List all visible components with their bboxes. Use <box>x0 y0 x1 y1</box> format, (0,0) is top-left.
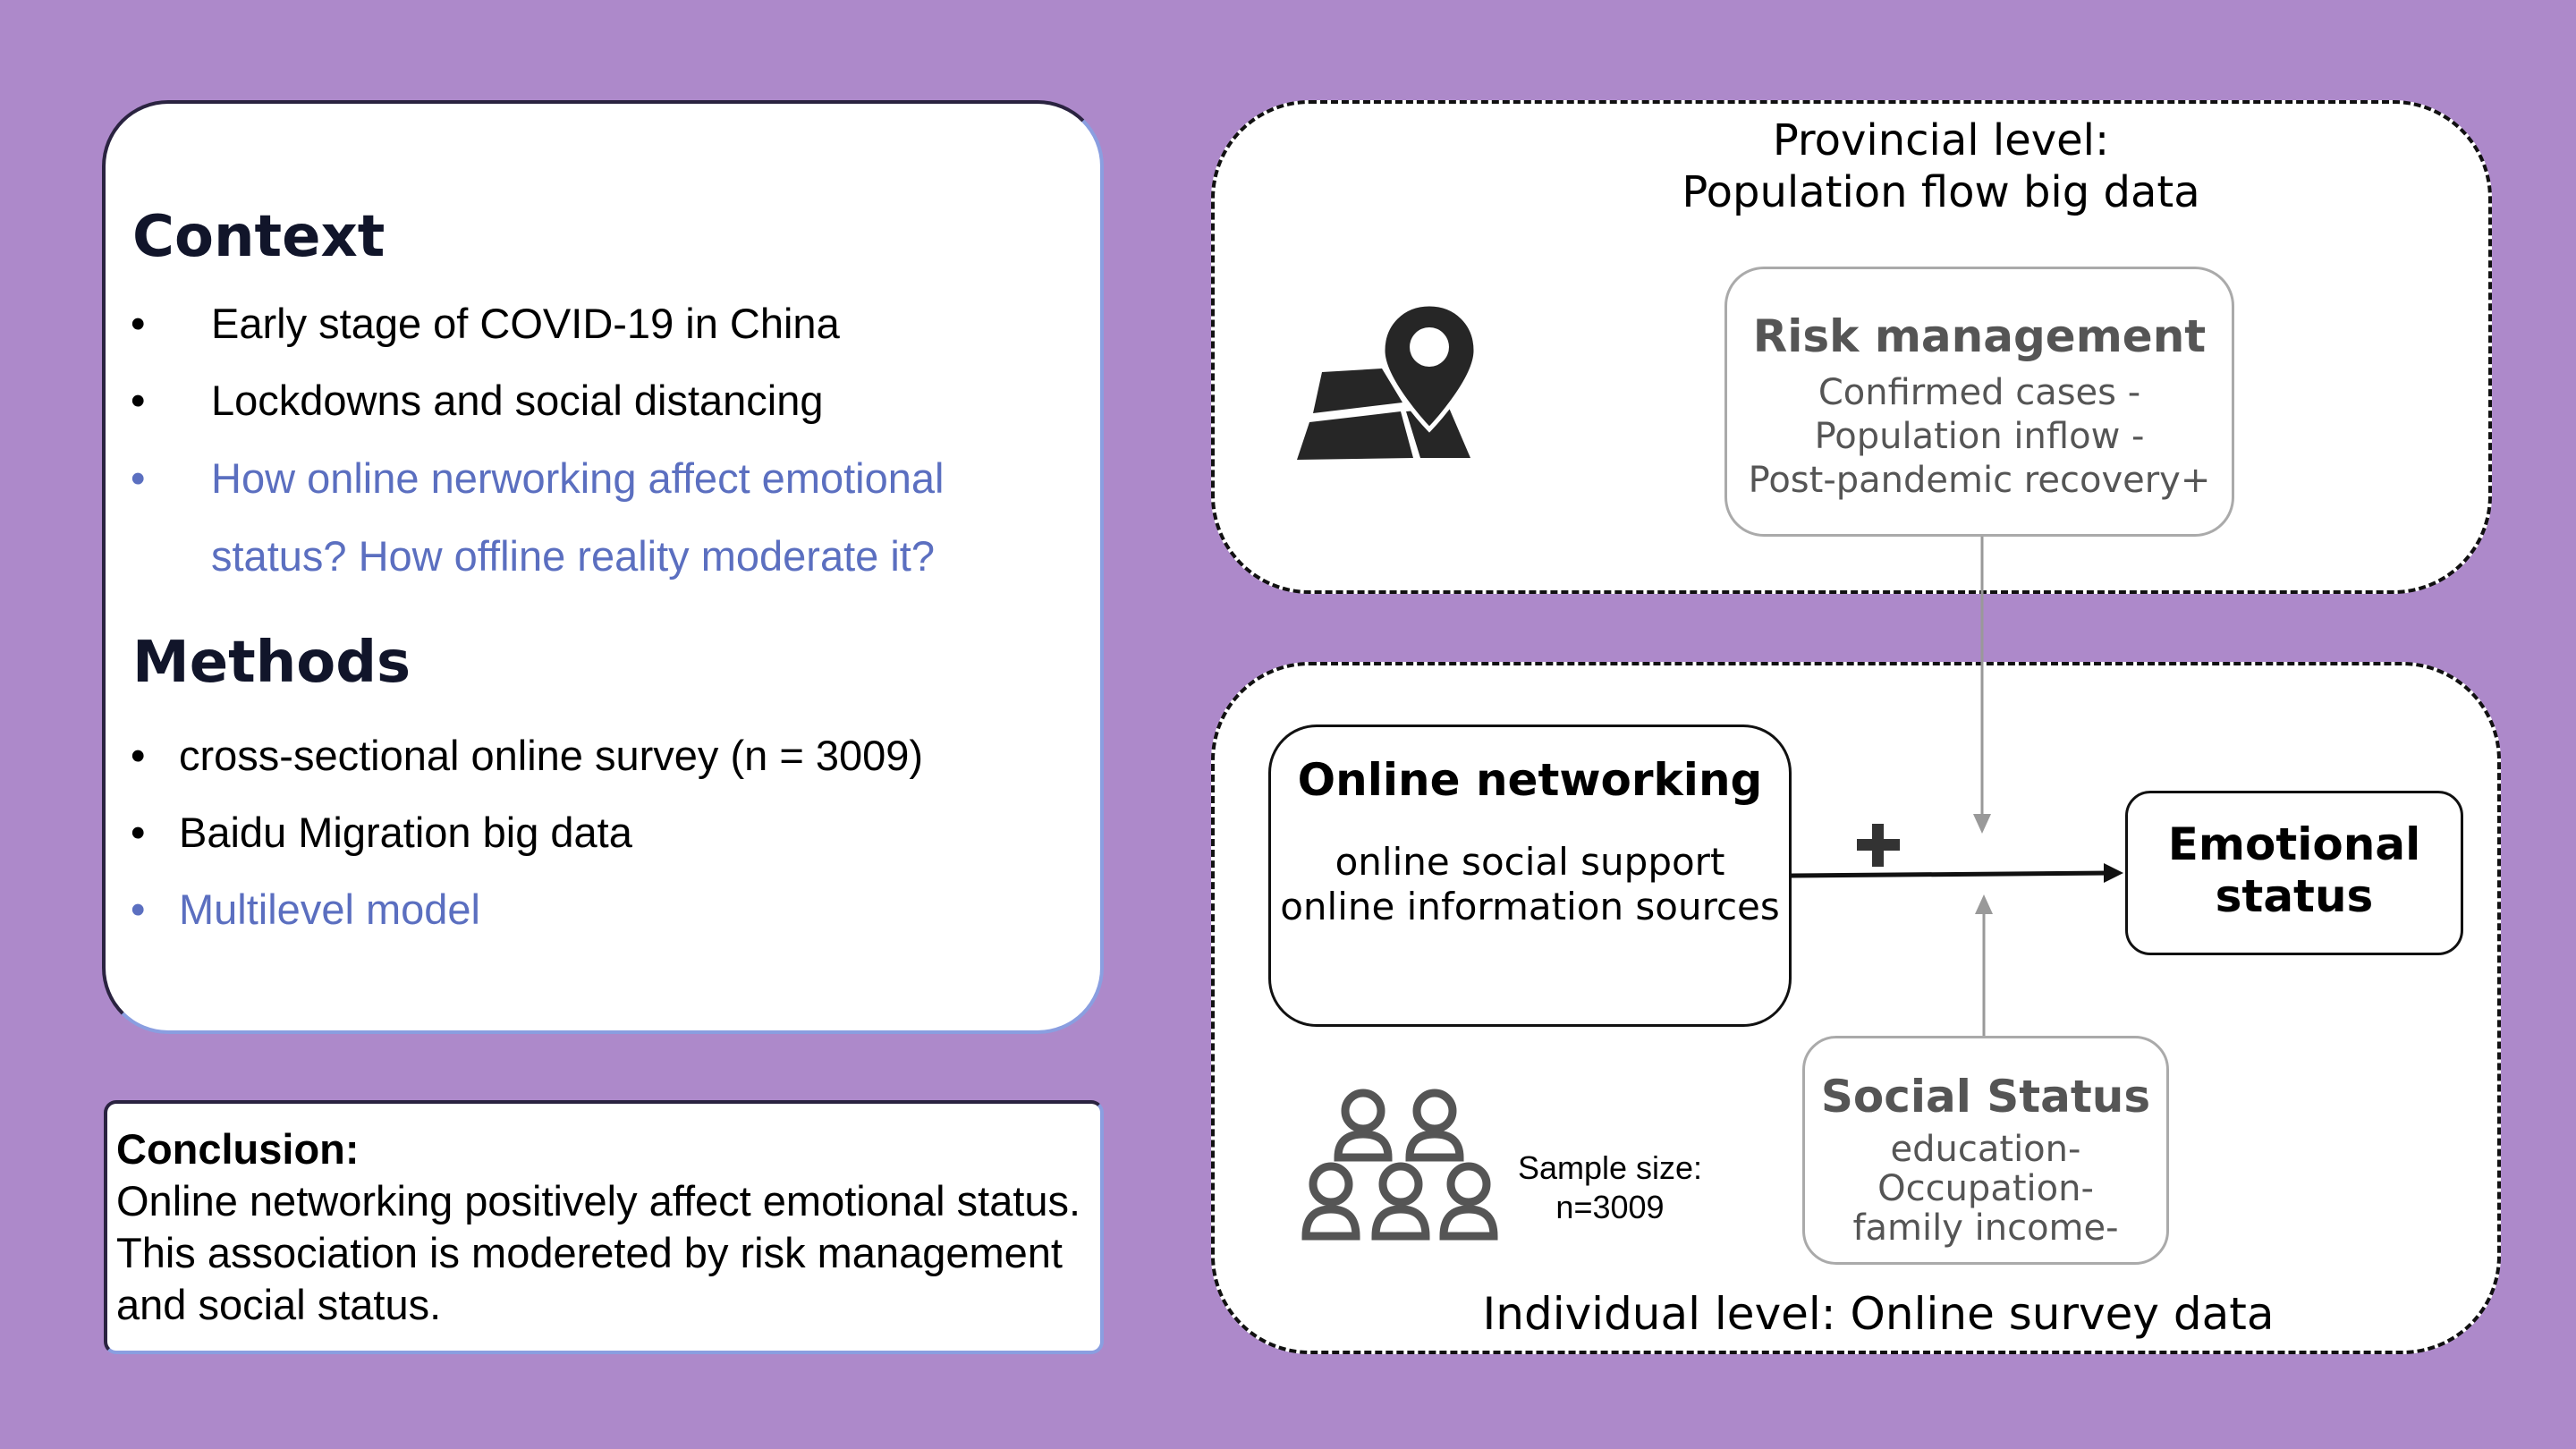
individual-level-title: Individual level: Online survey data <box>1482 1288 2275 1340</box>
context-methods-card: Context • Early stage of COVID-19 in Chi… <box>102 100 1104 1034</box>
social-status-title: Social Status <box>1820 1071 2151 1123</box>
main-effect-arrow <box>1791 870 2112 878</box>
risk-item: Post-pandemic recovery+ <box>1748 460 2211 501</box>
risk-item: Confirmed cases - <box>1818 372 2141 413</box>
people-group-icon <box>1301 1089 1498 1241</box>
conclusion-title: Conclusion: <box>116 1125 360 1173</box>
online-networking-box: Online networking online social support … <box>1268 724 1792 1027</box>
social-status-item: family income- <box>1852 1208 2119 1249</box>
emotional-status-box: Emotional status <box>2125 791 2463 955</box>
provincial-level-title: Provincial level: Population flow big da… <box>1682 115 2200 217</box>
sample-size-label: Sample size: n=3009 <box>1517 1149 1703 1225</box>
main-effect-arrowhead <box>2104 863 2123 883</box>
context-heading: Context <box>132 204 386 270</box>
methods-heading: Methods <box>132 630 411 696</box>
conclusion-card: Conclusion: Online networking positively… <box>104 1100 1104 1354</box>
risk-item: Population inflow - <box>1814 416 2145 457</box>
map-pin-icon <box>1297 301 1479 460</box>
conclusion-body: Online networking positively affect emot… <box>116 1177 1081 1328</box>
social-status-box: Social Status education- Occupation- fam… <box>1802 1036 2169 1265</box>
plus-icon <box>1857 824 1900 867</box>
emotional-status-line: Emotional <box>2167 818 2421 870</box>
social-moderation-arrowhead <box>1975 894 1993 914</box>
risk-moderation-arrowhead <box>1973 814 1991 834</box>
social-status-item: education- <box>1890 1129 2081 1170</box>
social-status-item: Occupation- <box>1877 1168 2094 1209</box>
risk-management-title: Risk management <box>1752 310 2207 362</box>
online-networking-title: Online networking <box>1297 754 1763 806</box>
risk-management-box: Risk management Confirmed cases - Popula… <box>1724 267 2234 537</box>
online-networking-item: online information sources <box>1280 885 1780 928</box>
online-networking-item: online social support <box>1335 840 1725 884</box>
emotional-status-line: status <box>2215 870 2374 922</box>
